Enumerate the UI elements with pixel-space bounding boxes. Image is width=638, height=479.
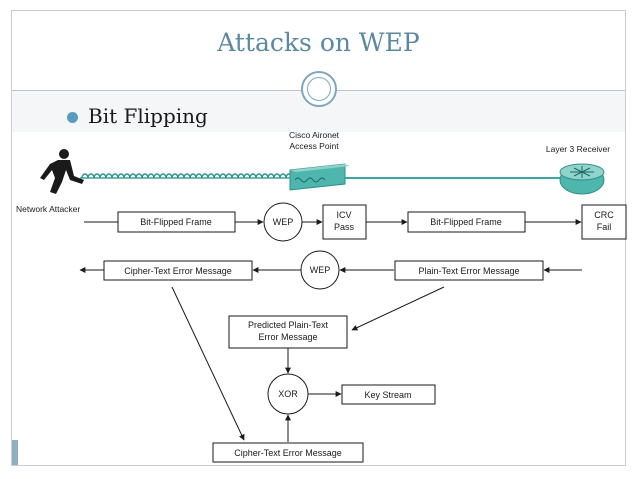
- network-attacker-icon: [40, 149, 84, 194]
- attacker-label: Network Attacker: [16, 204, 80, 214]
- access-point-label-line1: Cisco Aironet: [289, 130, 340, 140]
- bit-flipped-frame-label-2: Bit-Flipped Frame: [430, 217, 502, 227]
- access-point-icon: [289, 163, 350, 191]
- cipher-text-error-box-2: [212, 442, 364, 463]
- bit-flipped-frame-label-1: Bit-Flipped Frame: [140, 217, 212, 227]
- circle-ornament-icon: [301, 71, 337, 107]
- xor-label: XOR: [278, 389, 298, 399]
- slide-title: Attacks on WEP: [217, 28, 420, 57]
- crc-fail-box: [581, 204, 627, 240]
- predicted-plain-text-box: [228, 315, 348, 349]
- wep-label-1: WEP: [273, 217, 294, 227]
- bullet-bit-flipping: Bit Flipping: [88, 104, 208, 128]
- wep-circle-2: [300, 250, 340, 290]
- receiver-label: Layer 3 Receiver: [546, 144, 610, 154]
- plain-text-error-label: Plain-Text Error Message: [418, 266, 519, 276]
- icv-pass-box: [322, 204, 367, 240]
- icv-pass-label-line1: ICV: [336, 210, 351, 220]
- wireless-link: [80, 173, 560, 179]
- plain-text-error-box: [394, 260, 544, 281]
- access-point-label-line2: Access Point: [289, 141, 339, 151]
- cipher-text-error-label-2: Cipher-Text Error Message: [234, 448, 342, 458]
- icv-pass-label-line2: Pass: [334, 222, 355, 232]
- wep-label-2: WEP: [310, 265, 331, 275]
- predicted-plain-text-label-line2: Error Message: [258, 332, 317, 342]
- router-icon: [559, 163, 605, 195]
- bullet-dot-icon: [67, 112, 78, 123]
- diagram-background: [12, 132, 625, 465]
- predicted-plain-text-label-line1: Predicted Plain-Text: [248, 320, 329, 330]
- left-accent-strip: [12, 440, 18, 465]
- key-stream-box: [341, 384, 436, 405]
- cipher-text-error-box-1: [103, 260, 253, 281]
- key-stream-label: Key Stream: [364, 390, 411, 400]
- crc-fail-label-line2: Fail: [597, 222, 612, 232]
- cipher-text-error-label-1: Cipher-Text Error Message: [124, 266, 232, 276]
- crc-fail-label-line1: CRC: [594, 210, 614, 220]
